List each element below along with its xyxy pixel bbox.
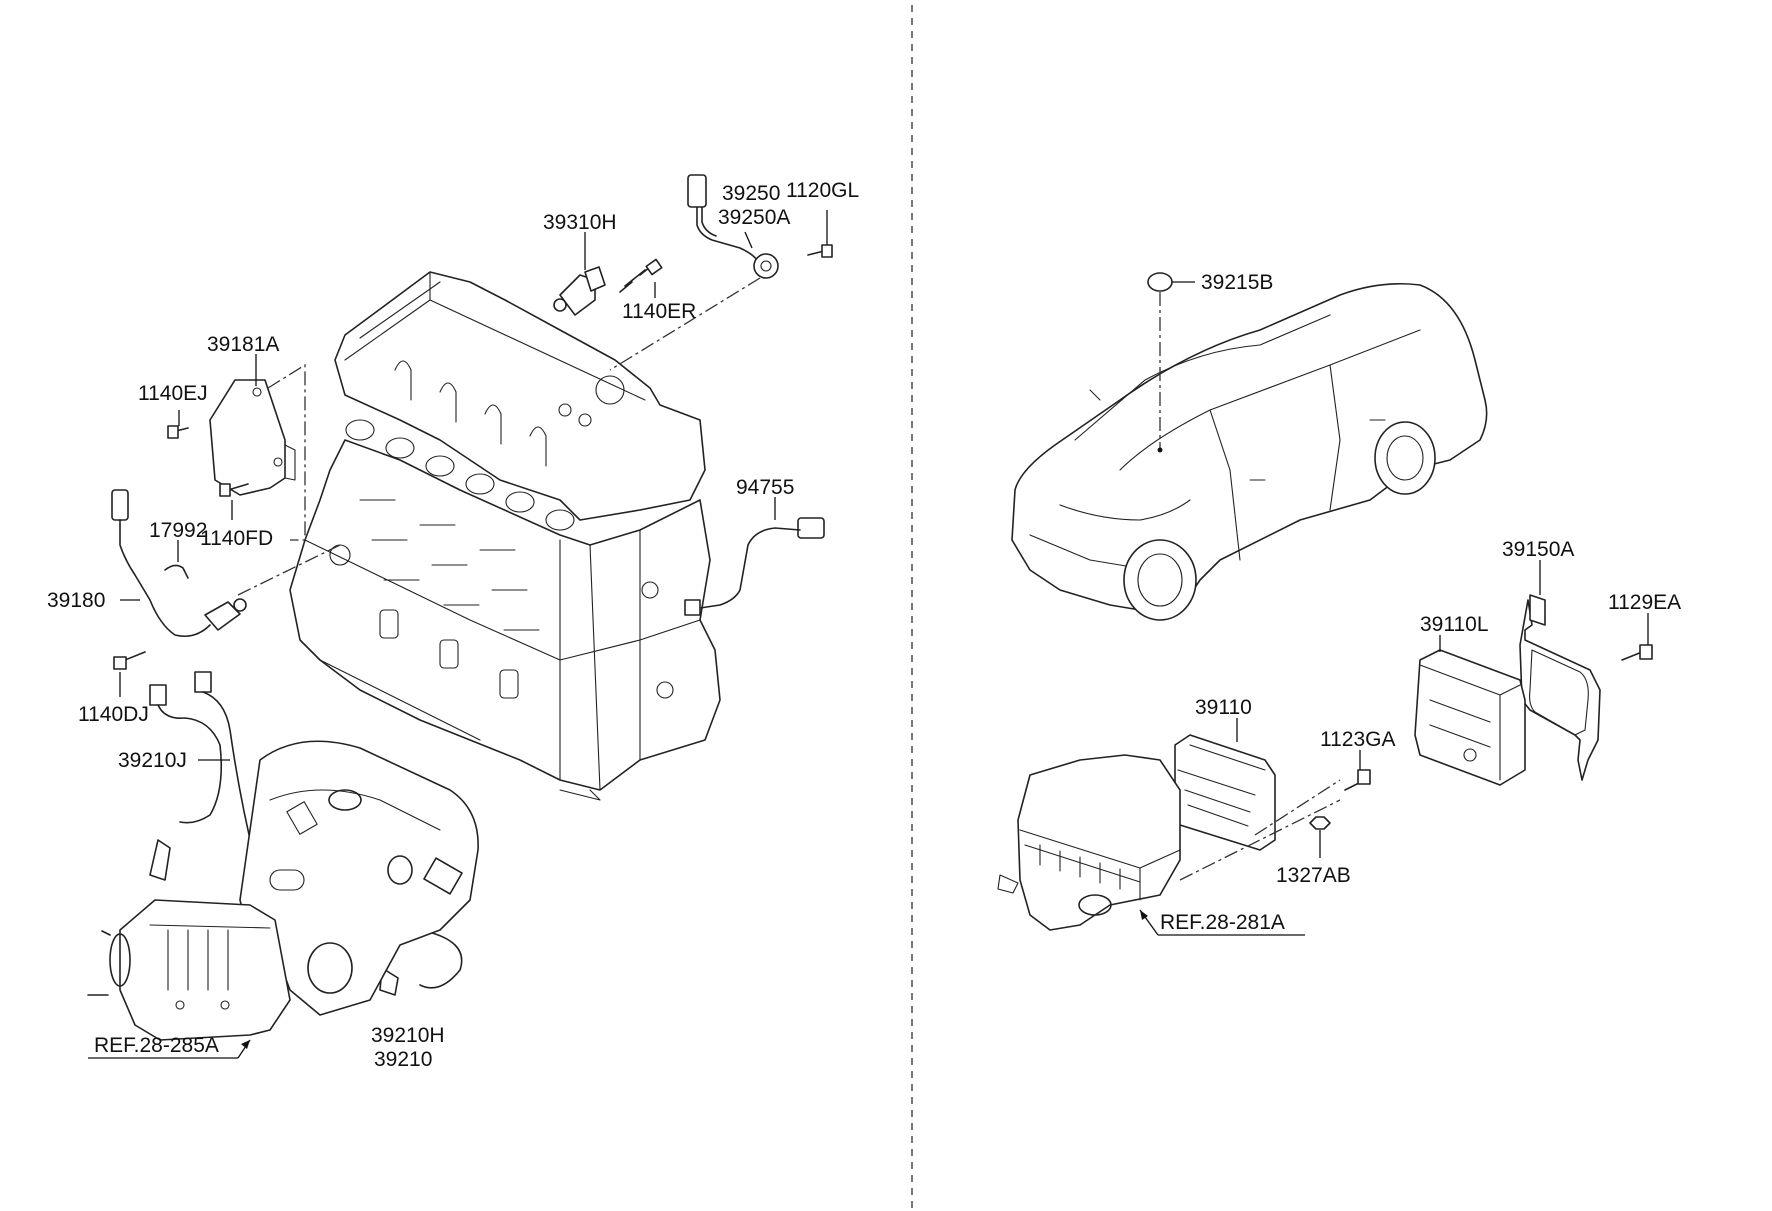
label-39210J: 39210J — [118, 749, 187, 772]
label-39181A: 39181A — [207, 333, 279, 356]
label-39310H: 39310H — [543, 211, 617, 234]
label-1123GA: 1123GA — [1320, 728, 1396, 751]
label-39110L: 39110L — [1420, 613, 1489, 636]
crank-position-sensor — [111, 489, 341, 638]
label-1129EA: 1129EA — [1608, 591, 1681, 614]
label-39150A: 39150A — [1502, 538, 1574, 561]
ref-28-281A — [1139, 909, 1305, 936]
label-39250: 39250 — [722, 182, 780, 205]
ecu-39110L — [1414, 635, 1526, 786]
bolt-1120GL — [807, 210, 833, 258]
nut-1327AB — [1309, 816, 1331, 858]
heat-shield — [209, 354, 306, 541]
bolt-1140EJ — [167, 410, 189, 439]
bolt-1140ER — [619, 258, 663, 298]
clip-17992 — [164, 540, 189, 579]
label-39210: 39210 — [374, 1048, 432, 1071]
exhaust-manifold — [239, 740, 479, 1016]
label-1120GL: 1120GL — [786, 179, 859, 202]
label-1140DJ: 1140DJ — [78, 703, 149, 726]
label-39110: 39110 — [1195, 696, 1252, 719]
sensor-39215B — [1147, 272, 1195, 453]
ecu-bracket — [1519, 560, 1601, 781]
vehicle-sedan — [1011, 283, 1488, 621]
bolt-1129EA — [1621, 613, 1653, 661]
ecu-mount-line — [1179, 799, 1341, 881]
ecu-mount-line-2 — [1254, 779, 1341, 836]
ecu-39110 — [1174, 718, 1276, 851]
label-39210H: 39210H — [371, 1024, 445, 1047]
label-39215B: 39215B — [1201, 271, 1273, 294]
label-ref-28-281A: REF.28-281A — [1160, 911, 1285, 934]
cam-position-sensor — [553, 232, 606, 316]
label-39250A: 39250A — [718, 206, 790, 229]
engine-assembly — [289, 271, 721, 801]
bolt-1123GA — [1344, 750, 1371, 791]
catalytic-converter — [87, 899, 291, 1041]
knock-sensor — [609, 174, 779, 371]
label-1140EJ: 1140EJ — [138, 382, 208, 405]
label-17992: 17992 — [149, 519, 207, 542]
label-94755: 94755 — [736, 476, 794, 499]
ref-28-285A — [88, 1039, 251, 1059]
sensor-94755 — [684, 497, 825, 616]
air-cleaner — [997, 754, 1181, 931]
label-1140ER: 1140ER — [622, 300, 696, 323]
bolt-1140DJ — [113, 651, 146, 697]
bolt-1140FD — [219, 483, 249, 520]
label-ref-28-285A: REF.28-285A — [94, 1034, 219, 1057]
label-1140FD: 1140FD — [200, 527, 273, 550]
label-39180: 39180 — [47, 589, 105, 612]
label-1327AB: 1327AB — [1276, 864, 1351, 887]
